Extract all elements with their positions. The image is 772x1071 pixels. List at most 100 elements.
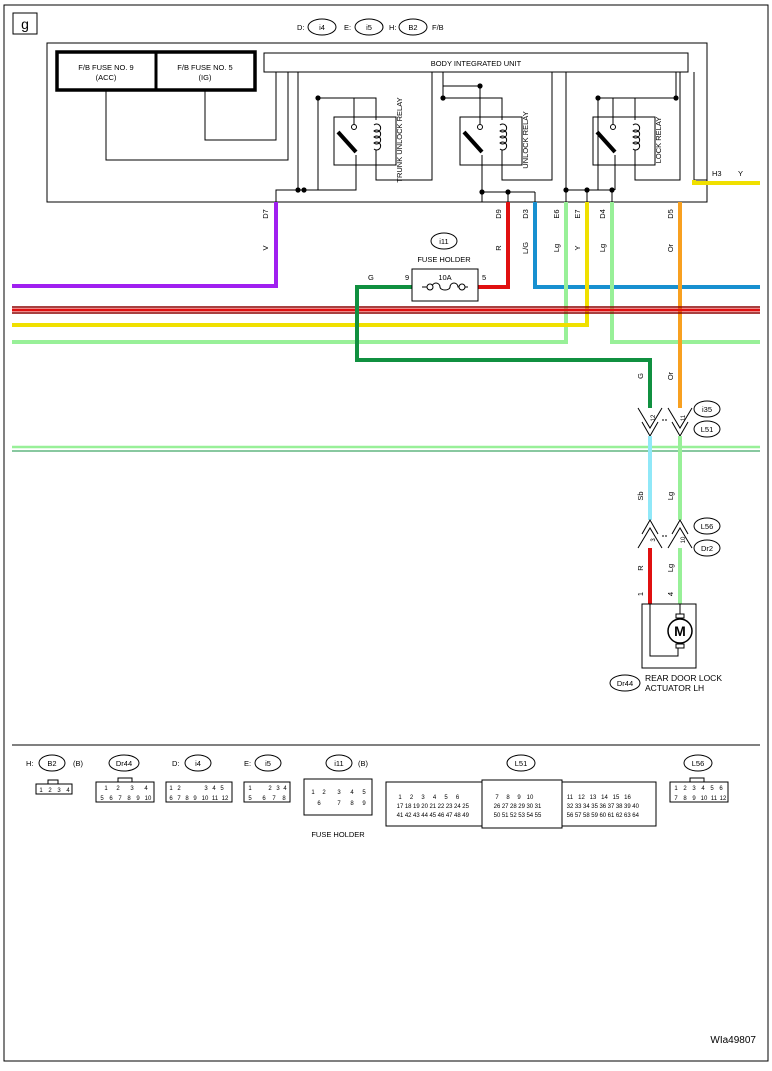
cv-dr44-pin: 2 [116, 786, 120, 792]
cv-i11-pin: 1 [311, 790, 315, 796]
pin-d3: D3 [521, 209, 530, 219]
wire-label-y: Y [573, 245, 582, 250]
sheet-letter-box [12, 12, 38, 35]
cv-l51-pin: 14 [601, 795, 608, 801]
cv-i5-pin: 4 [283, 786, 287, 792]
actuator-pin-4: 4 [666, 592, 675, 596]
actuator-code-badge [609, 674, 641, 692]
cv-l51-pin: 45 [429, 813, 436, 819]
cv-i11-pin: 6 [317, 801, 321, 807]
cv-l56-pin: 3 [692, 786, 696, 792]
actuator-name-1: REAR DOOR LOCK [645, 673, 722, 683]
cv-i4-pin: 4 [212, 786, 216, 792]
header-connector-refs: D: i4 E: i5 H: B2 F/B [297, 18, 444, 36]
fuse5-name: F/B FUSE NO. 5 [177, 63, 232, 72]
inline-lower-code-l56: L56 [701, 522, 714, 531]
cv-l56-pin: 12 [720, 796, 727, 802]
header-prefix-d: D: [297, 23, 305, 32]
cv-dr44-pin: 3 [130, 786, 134, 792]
cv-i11-tag: (B) [358, 759, 369, 768]
cv-l51-pin: 39 [624, 804, 631, 810]
cv-l51-pin: 31 [535, 804, 542, 810]
header-code-i5: i5 [366, 23, 372, 32]
wire-red-d9 [478, 202, 510, 289]
cv-l51-pin: 34 [583, 804, 590, 810]
connector-view-dr44: Dr44 1 2 3 4 5 6 7 8 9 10 [95, 754, 155, 803]
cv-i4-pin: 3 [204, 786, 208, 792]
cv-l51-pin: 17 [397, 804, 404, 810]
pin-h3: H3 [712, 169, 722, 178]
cv-i4-code: i4 [195, 759, 201, 768]
cv-l56-pin: 9 [692, 796, 696, 802]
wire-yellow-e7 [12, 202, 589, 327]
cv-i4-pin: 10 [202, 796, 209, 802]
cv-i11-pin: 5 [362, 790, 366, 796]
cv-l51-pin: 49 [462, 813, 469, 819]
cv-l51-pin: 12 [578, 795, 585, 801]
wire-label-g-2: G [636, 373, 645, 379]
cv-i11-pin: 9 [362, 801, 366, 807]
cv-l51-pin: 53 [518, 813, 525, 819]
cv-l51-pin: 16 [624, 795, 631, 801]
cv-l51-pin: 19 [413, 804, 420, 810]
cv-i5-prefix: E: [244, 759, 251, 768]
connector-view-i5: E: i5 1 2 3 4 5 6 7 8 [243, 754, 291, 803]
cv-l51-pin: 32 [567, 804, 574, 810]
cv-b2-tag: (B) [73, 759, 84, 768]
cv-l51-pin: 64 [632, 813, 639, 819]
cv-l56-code: L56 [692, 759, 705, 768]
cv-l51-pin: 27 [502, 804, 509, 810]
cv-l51-pin: 47 [446, 813, 453, 819]
cv-b2-code: B2 [47, 759, 56, 768]
cv-l51-pin: 23 [446, 804, 453, 810]
wire-label-r-lower: R [636, 565, 645, 571]
cv-dr44-pin: 6 [109, 796, 113, 802]
relay-unlock-label: UNLOCK RELAY [521, 111, 530, 168]
fuse-feed-wires [105, 72, 299, 190]
cv-l56-pin: 7 [674, 796, 678, 802]
actuator-pin-1: 1 [636, 592, 645, 596]
cv-b2-pin: 3 [57, 788, 61, 794]
relay-trunk-unlock-label: TRUNK UNLOCK RELAY [395, 97, 404, 182]
cv-l51-pin: 56 [567, 813, 574, 819]
cv-l51-pin: 20 [421, 804, 428, 810]
cv-dr44-pin: 1 [104, 786, 108, 792]
wire-label-lg-lower: Lg [666, 564, 675, 572]
cv-l51-pin: 28 [510, 804, 517, 810]
cv-l51-pin: 15 [613, 795, 620, 801]
cv-b2-pin: 1 [39, 788, 43, 794]
cv-l51-pin: 1 [398, 795, 402, 801]
cv-dr44-pin: 4 [144, 786, 148, 792]
cv-i5-code: i5 [265, 759, 271, 768]
inline-upper-code-i35: i35 [702, 405, 712, 414]
cv-i4-prefix: D: [172, 759, 180, 768]
cv-i11-pin: 7 [337, 801, 341, 807]
cv-l56-pin: 10 [701, 796, 708, 802]
connector-view-l56: L56 1 2 3 4 5 6 7 8 9 10 11 12 [669, 754, 729, 803]
wire-label-r: R [494, 245, 503, 251]
wire-label-or: Or [666, 243, 675, 252]
cv-l51-pin: 62 [616, 813, 623, 819]
cv-l51-pin: 36 [599, 804, 606, 810]
wire-label-sb: Sb [636, 491, 645, 500]
wire-blue-d3 [533, 202, 760, 289]
biu-title: BODY INTEGRATED UNIT [431, 59, 522, 68]
sheet-border [3, 4, 769, 1062]
header-suffix: F/B [432, 23, 444, 32]
cv-l51-pin: 30 [526, 804, 533, 810]
cv-l56-pin: 11 [711, 796, 718, 802]
wire-label-g: G [368, 273, 374, 282]
cv-dr44-code: Dr44 [116, 759, 132, 768]
cv-l51-pin: 60 [599, 813, 606, 819]
cv-i5-pin: 5 [248, 796, 252, 802]
pin-d4: D4 [598, 209, 607, 219]
cv-i4-pin: 11 [212, 796, 219, 802]
wire-label-lg-d4: Lg [598, 244, 607, 252]
cv-l51-pin: 4 [433, 795, 437, 801]
cv-l51-pin: 10 [527, 795, 534, 801]
cv-i4-pin: 1 [169, 786, 173, 792]
wire-label-lg-e6: Lg [552, 244, 561, 252]
cv-l56-pin: 2 [683, 786, 687, 792]
